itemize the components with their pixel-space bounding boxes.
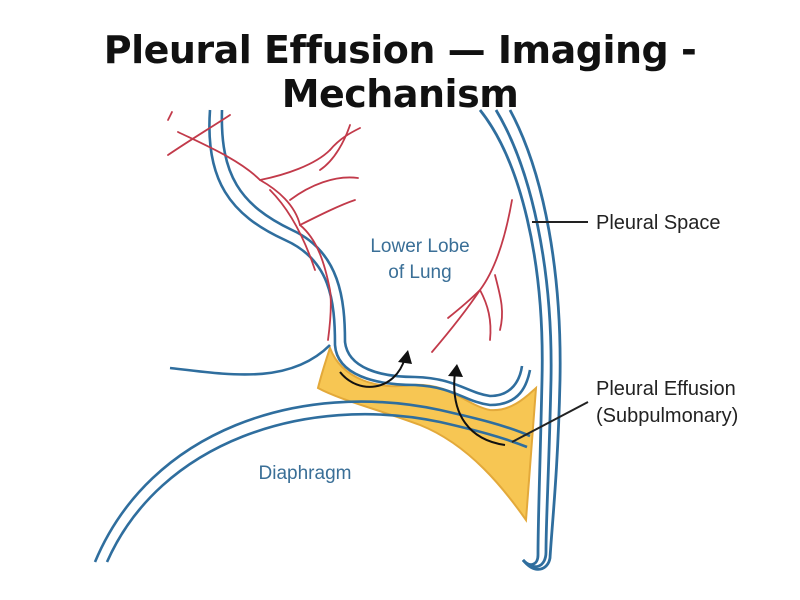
fluid-mechanism-arrows [339, 357, 506, 446]
arrow-head-right [448, 364, 463, 377]
peripheral-vessels [431, 199, 513, 353]
mediastinal-pleura-line [169, 344, 331, 376]
arrow-upward-left [339, 357, 406, 388]
arrow-head-left [398, 350, 412, 364]
diaphragm-dome [93, 400, 531, 563]
lung-label-line1: Lower Lobe [370, 236, 469, 257]
pleural-space-label: Pleural Space [596, 212, 721, 234]
diagram-title: Pleural Effusion — Imaging - Mechanism [103, 28, 697, 116]
effusion-label-line1: Pleural Effusion [596, 378, 736, 400]
lung-outline [208, 109, 532, 407]
arrow-upward-right [453, 371, 506, 446]
lung-label-line2: of Lung [388, 262, 451, 283]
pulmonary-vessels [167, 111, 361, 341]
effusion-leader-line [511, 401, 589, 443]
effusion-label-line2: (Subpulmonary) [596, 405, 738, 427]
diaphragm-label: Diaphragm [259, 463, 352, 484]
pleural-effusion-fluid [316, 345, 538, 523]
chest-wall-pleura [478, 109, 562, 571]
